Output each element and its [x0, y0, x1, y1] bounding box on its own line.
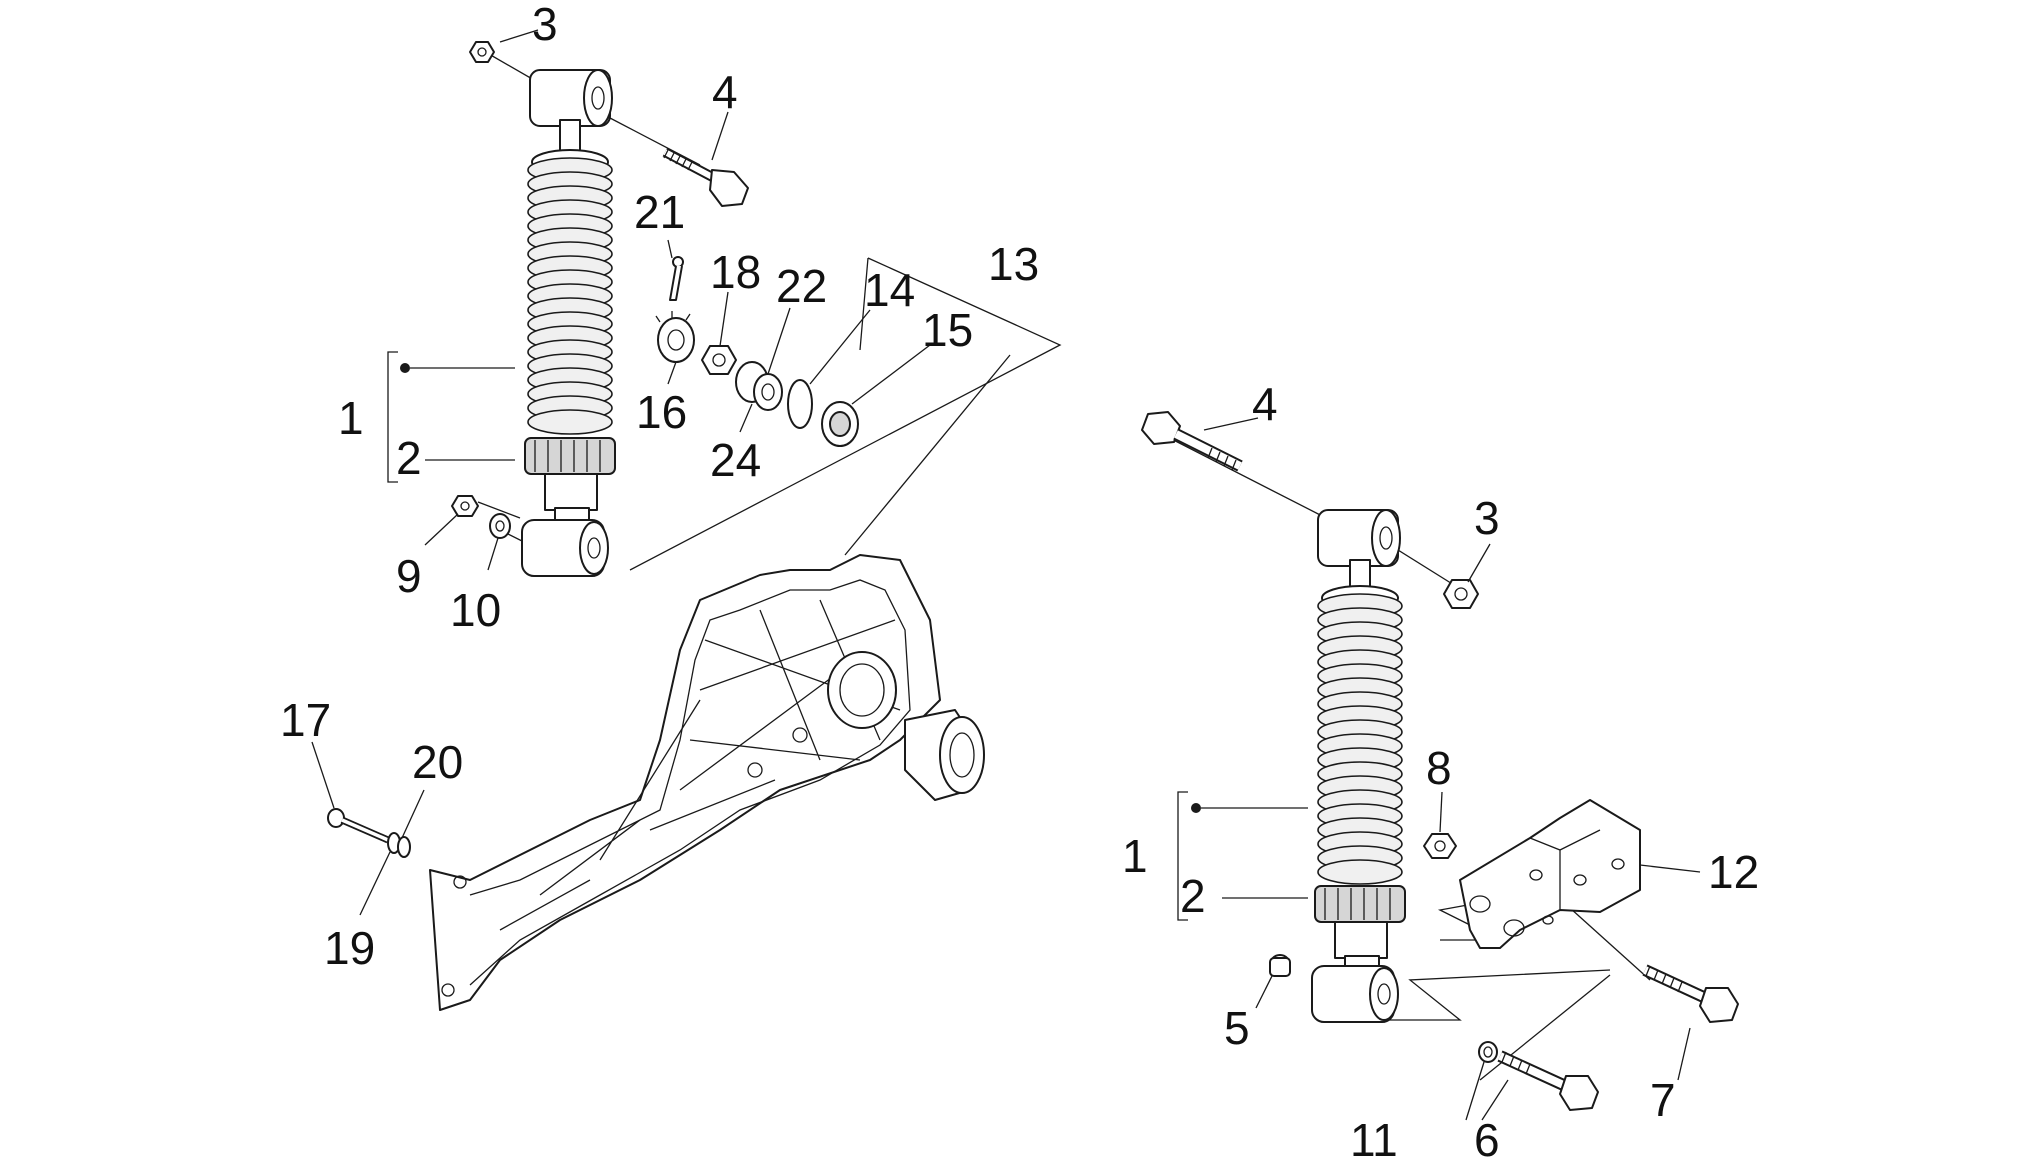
callout-2-right: 2	[1180, 870, 1206, 922]
callouts-left: 3 4 21 18 22 13 14 15 16 24 1 2 9 10 17 …	[280, 0, 1039, 974]
callout-18: 18	[710, 246, 761, 298]
left-assembly	[327, 41, 1062, 1011]
callout-12: 12	[1708, 846, 1759, 898]
callout-22: 22	[776, 260, 827, 312]
callout-6: 6	[1474, 1114, 1500, 1157]
callout-14: 14	[864, 264, 915, 316]
callout-11: 11	[1350, 1114, 1398, 1157]
castle-nut-16	[655, 311, 695, 363]
shock-absorber-left	[521, 69, 616, 577]
callout-7: 7	[1650, 1074, 1676, 1126]
nut-5	[1269, 954, 1291, 977]
bolt-7	[1642, 964, 1739, 1023]
washer-11	[1478, 1041, 1498, 1063]
bolt-4-right	[1141, 411, 1243, 472]
washer-19-20	[387, 832, 411, 858]
callout-15: 15	[922, 304, 973, 356]
cotter-pin-21	[669, 256, 684, 301]
silent-block	[904, 709, 985, 801]
seal-15	[821, 401, 859, 447]
spring-coils-left	[527, 157, 613, 435]
o-ring-14	[787, 379, 813, 429]
callout-9: 9	[396, 550, 422, 602]
nut-3-right	[1443, 579, 1479, 609]
callout-8: 8	[1426, 742, 1452, 794]
callout-20: 20	[412, 736, 463, 788]
bolt-6	[1497, 1050, 1599, 1111]
callout-10: 10	[450, 584, 501, 636]
screw-17	[327, 808, 390, 844]
callout-24: 24	[710, 434, 761, 486]
nut-18	[701, 345, 737, 375]
right-assembly	[1141, 411, 1739, 1111]
spring-coils-right	[1317, 593, 1403, 885]
shock-absorber-right	[1311, 509, 1406, 1023]
callout-16: 16	[636, 386, 687, 438]
callout-13: 13	[988, 238, 1039, 290]
nut-3-left	[469, 41, 495, 63]
callout-1-left: 1	[338, 392, 364, 444]
bushing-22-24	[735, 361, 783, 411]
callout-4-right: 4	[1252, 378, 1278, 430]
callout-leaders	[311, 29, 1691, 1121]
callouts-right: 4 3 8 12 1 2 5 11 6 7	[1122, 378, 1759, 1157]
callout-19: 19	[324, 922, 375, 974]
callout-17: 17	[280, 694, 331, 746]
swing-arm	[429, 554, 941, 1011]
bracket-12	[1459, 799, 1701, 949]
callout-2-left: 2	[396, 432, 422, 484]
callout-3-left: 3	[532, 0, 558, 50]
callout-21: 21	[634, 186, 685, 238]
nut-8	[1423, 833, 1457, 859]
nut-9	[451, 495, 479, 517]
callout-4-left: 4	[712, 66, 738, 118]
callout-3-right: 3	[1474, 492, 1500, 544]
bolt-4-left	[662, 147, 749, 207]
callout-1-right: 1	[1122, 830, 1148, 882]
callout-5: 5	[1224, 1002, 1250, 1054]
washer-10	[489, 513, 511, 539]
